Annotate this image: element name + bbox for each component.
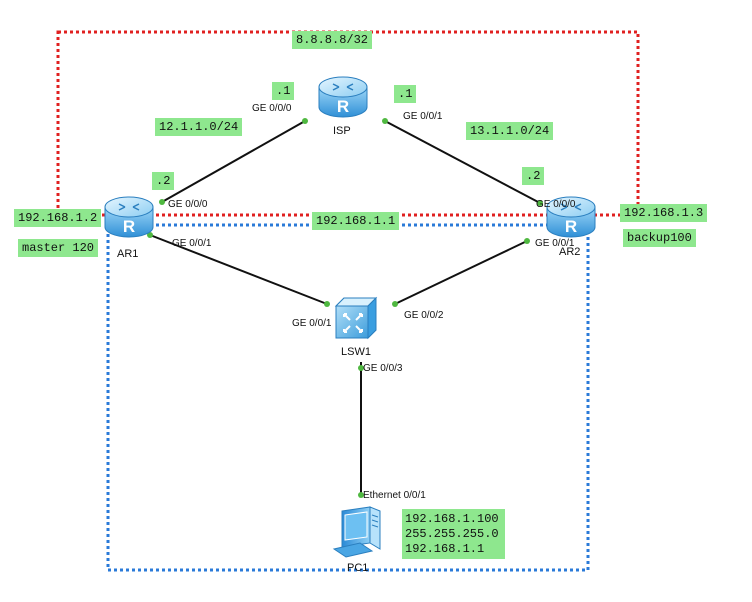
- port-dot: [524, 238, 530, 244]
- port-dot: [147, 232, 153, 238]
- router-icon[interactable]: R: [318, 76, 368, 118]
- label-ar2-lan-ip: 192.168.1.3: [620, 204, 708, 222]
- label-ar1-role: master 120: [18, 239, 99, 257]
- port-dot: [537, 200, 543, 206]
- port-dot: [358, 365, 364, 371]
- label-ar1-lan-ip: 192.168.1.2: [14, 209, 102, 227]
- link-ar2-lsw1[interactable]: [394, 240, 528, 305]
- port-label-ar2-g000: GE 0/0/0: [536, 199, 576, 210]
- device-name-ar1: AR1: [117, 248, 139, 260]
- label-isp-loopback: 8.8.8.8/32: [292, 31, 373, 49]
- svg-text:R: R: [337, 97, 349, 116]
- port-label-isp-g001: GE 0/0/1: [403, 111, 443, 122]
- device-name-isp: ISP: [333, 125, 351, 137]
- link-isp-ar1[interactable]: [161, 120, 306, 203]
- label-pc-gateway: 192.168.1.1: [405, 542, 485, 556]
- port-label-ar2-g001: GE 0/0/1: [535, 238, 575, 249]
- label-pc-mask: 255.255.255.0: [405, 527, 499, 541]
- device-name-ar2: AR2: [559, 246, 581, 258]
- port-dot: [382, 118, 388, 124]
- port-dot: [159, 199, 165, 205]
- label-net-isp-ar1: 12.1.1.0/24: [155, 118, 243, 136]
- port-label-isp-g000: GE 0/0/0: [252, 103, 292, 114]
- label-ar2-wan-host: .2: [522, 167, 545, 185]
- switch-icon[interactable]: [334, 296, 378, 340]
- port-dot: [358, 492, 364, 498]
- label-virtual-ip: 192.168.1.1: [312, 212, 400, 230]
- port-dot: [392, 301, 398, 307]
- device-name-pc1: PC1: [347, 562, 369, 574]
- router-icon[interactable]: R: [104, 196, 154, 238]
- port-label-pc1-eth001: Ethernet 0/0/1: [363, 490, 426, 501]
- label-ar2-role: backup100: [623, 229, 696, 247]
- svg-text:R: R: [565, 217, 577, 236]
- port-dot: [324, 301, 330, 307]
- label-net-isp-ar2: 13.1.1.0/24: [466, 122, 554, 140]
- svg-text:R: R: [123, 217, 135, 236]
- port-label-lsw1-g002: GE 0/0/2: [404, 310, 444, 321]
- port-dot: [302, 118, 308, 124]
- port-label-ar1-g000: GE 0/0/0: [168, 199, 208, 210]
- label-pc-ip: 192.168.1.100: [405, 512, 499, 526]
- device-name-lsw1: LSW1: [341, 346, 371, 358]
- label-ar1-wan-host: .2: [152, 172, 175, 190]
- pc-icon[interactable]: [332, 506, 381, 558]
- link-isp-ar2[interactable]: [384, 120, 541, 204]
- port-label-lsw1-g001: GE 0/0/1: [292, 318, 332, 329]
- router-icon[interactable]: R: [546, 196, 596, 238]
- port-label-lsw1-g003: GE 0/0/3: [363, 363, 403, 374]
- link-ar1-lsw1[interactable]: [149, 234, 328, 305]
- label-isp-left-host: .1: [272, 82, 295, 100]
- label-isp-right-host: .1: [394, 85, 417, 103]
- port-label-ar1-g001: GE 0/0/1: [172, 238, 212, 249]
